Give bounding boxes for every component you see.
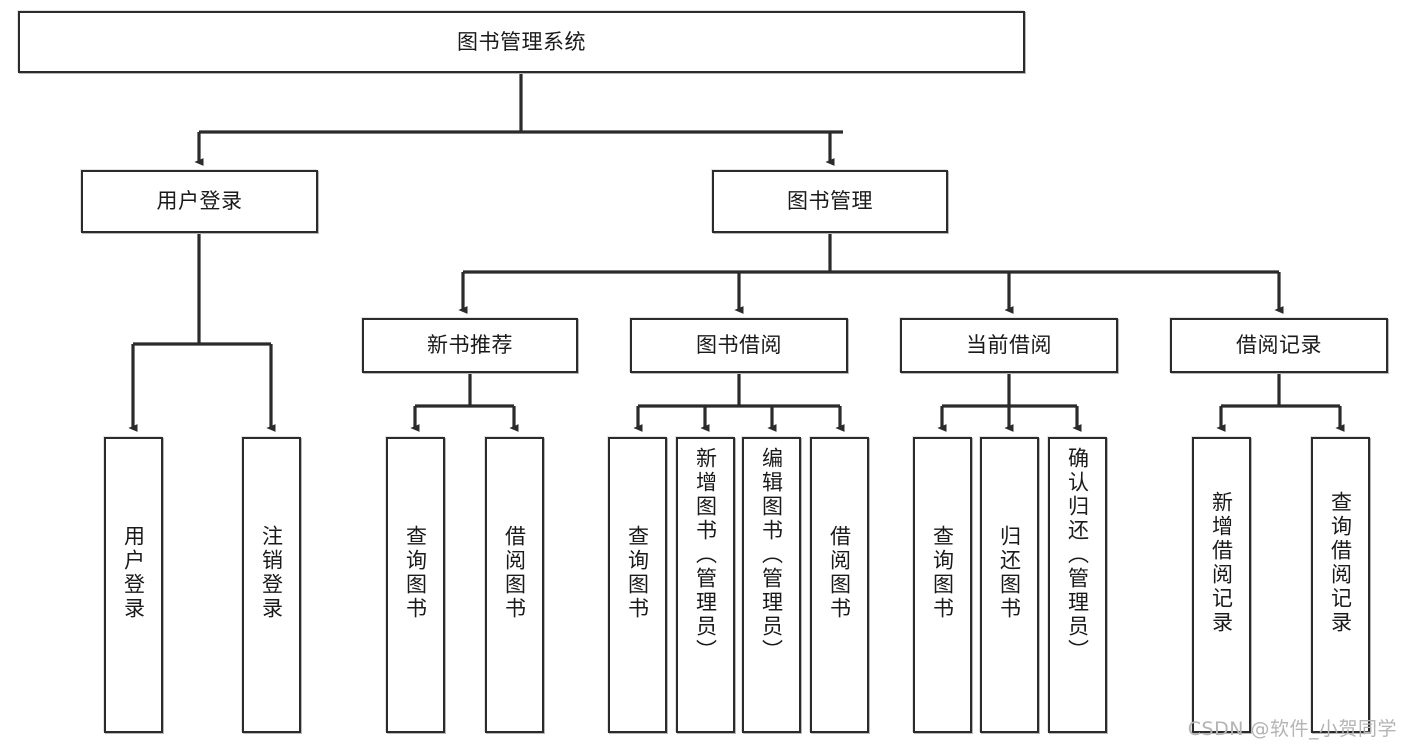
leaf-return-book-label: 归还图书 xyxy=(997,525,1022,621)
leaf-add-book-label: 新增图书（管理员） xyxy=(693,447,718,663)
node-current-borrow-label: 当前借阅 xyxy=(966,333,1052,358)
leaf-add-book[interactable]: 新增图书（管理员） xyxy=(676,437,735,733)
leaf-add-borrow-record-label: 新增借阅记录 xyxy=(1209,491,1234,635)
leaf-confirm-return[interactable]: 确认归还（管理员） xyxy=(1048,437,1107,733)
leaf-confirm-return-label: 确认归还（管理员） xyxy=(1065,447,1090,663)
node-book-borrow-label: 图书借阅 xyxy=(696,333,782,358)
node-new-book-recommend[interactable]: 新书推荐 xyxy=(362,318,578,373)
leaf-return-book[interactable]: 归还图书 xyxy=(980,437,1039,733)
leaf-query-book-recommend-label: 查询图书 xyxy=(403,525,428,621)
leaf-query-book-current[interactable]: 查询图书 xyxy=(913,437,972,733)
leaf-query-borrow-record-label: 查询借阅记录 xyxy=(1328,491,1353,635)
leaf-add-borrow-record[interactable]: 新增借阅记录 xyxy=(1192,437,1251,733)
leaf-user-login-label: 用户登录 xyxy=(121,525,146,621)
leaf-query-borrow-record[interactable]: 查询借阅记录 xyxy=(1311,437,1370,733)
csdn-watermark: CSDN @软件_小贺同学 xyxy=(1187,718,1397,740)
node-user-login[interactable]: 用户登录 xyxy=(81,170,318,233)
leaf-query-book-current-label: 查询图书 xyxy=(930,525,955,621)
node-new-book-recommend-label: 新书推荐 xyxy=(427,333,513,358)
leaf-logout-login[interactable]: 注销登录 xyxy=(242,437,301,733)
leaf-borrow-book-recommend[interactable]: 借阅图书 xyxy=(485,437,544,733)
node-book-borrow[interactable]: 图书借阅 xyxy=(630,318,848,373)
leaf-borrow-book-label: 借阅图书 xyxy=(827,525,852,621)
node-book-manage-label: 图书管理 xyxy=(787,189,873,214)
node-borrow-record[interactable]: 借阅记录 xyxy=(1170,318,1388,373)
leaf-query-book-borrow[interactable]: 查询图书 xyxy=(608,437,667,733)
node-root[interactable]: 图书管理系统 xyxy=(18,11,1025,73)
leaf-query-book-recommend[interactable]: 查询图书 xyxy=(386,437,445,733)
leaf-edit-book[interactable]: 编辑图书（管理员） xyxy=(742,437,801,733)
node-borrow-record-label: 借阅记录 xyxy=(1236,333,1322,358)
leaf-borrow-book-recommend-label: 借阅图书 xyxy=(502,525,527,621)
leaf-edit-book-label: 编辑图书（管理员） xyxy=(759,447,784,663)
node-current-borrow[interactable]: 当前借阅 xyxy=(900,318,1118,373)
node-book-manage[interactable]: 图书管理 xyxy=(712,170,948,233)
node-root-label: 图书管理系统 xyxy=(457,29,586,54)
leaf-query-book-borrow-label: 查询图书 xyxy=(625,525,650,621)
node-user-login-label: 用户登录 xyxy=(156,189,243,214)
leaf-logout-login-label: 注销登录 xyxy=(259,525,284,621)
leaf-user-login[interactable]: 用户登录 xyxy=(104,437,163,733)
leaf-borrow-book[interactable]: 借阅图书 xyxy=(810,437,869,733)
